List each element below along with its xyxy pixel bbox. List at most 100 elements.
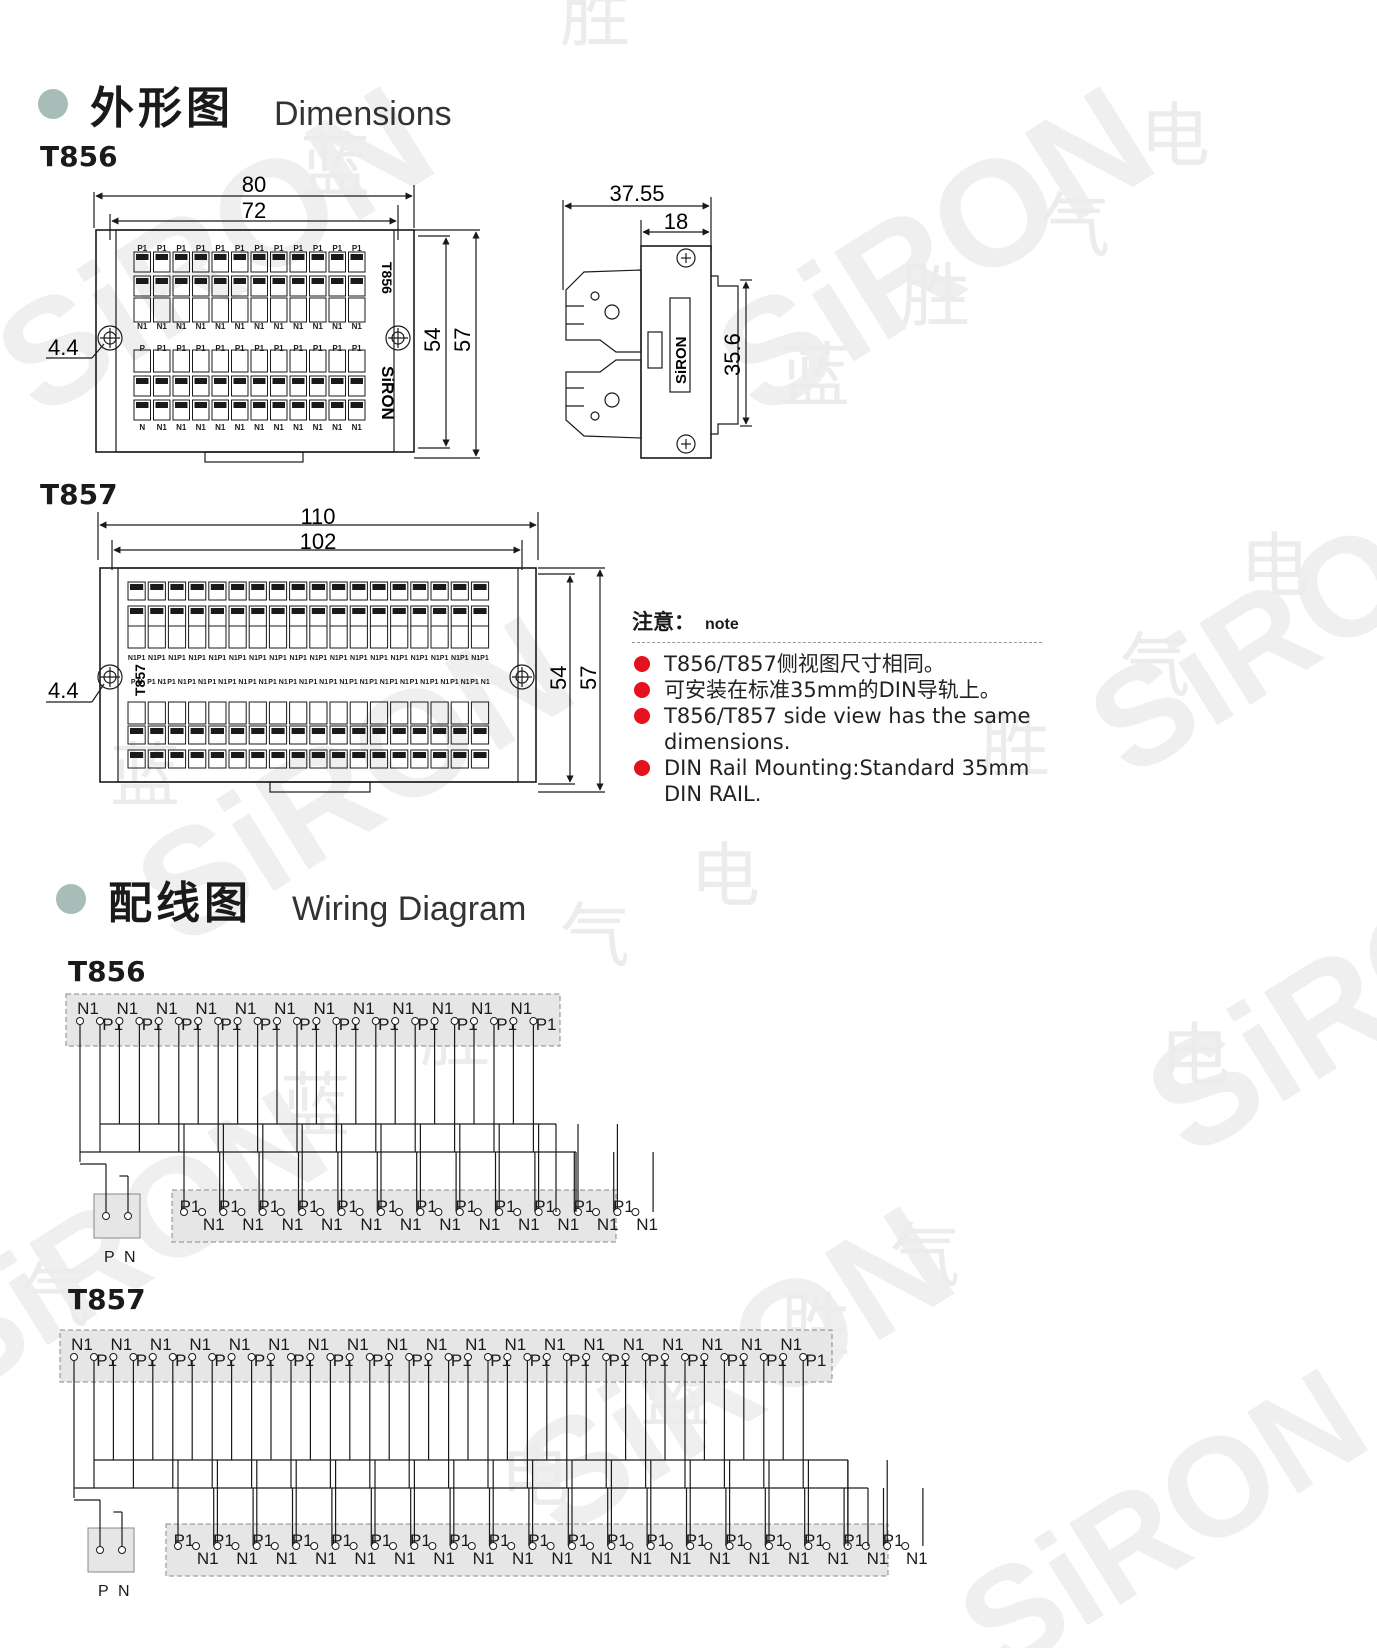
top-n-label: N1 xyxy=(189,1335,211,1354)
terminal-screw xyxy=(175,278,188,284)
terminal-cell xyxy=(147,749,166,769)
terminal-cell xyxy=(349,725,368,745)
terminal-screw xyxy=(392,752,406,758)
terminal-label: P1 xyxy=(196,244,206,253)
terminal-cell xyxy=(450,749,469,769)
terminal-dot xyxy=(641,1353,650,1361)
terminal-dot xyxy=(227,1353,236,1361)
terminal-screw xyxy=(155,278,168,284)
terminal-dot xyxy=(371,1017,380,1025)
terminal-label: P1 xyxy=(176,344,186,353)
terminal-screw xyxy=(136,254,149,260)
terminal-dot xyxy=(450,1017,459,1025)
terminal-dot xyxy=(779,1353,788,1361)
terminal-cell xyxy=(127,725,146,745)
terminal-screw xyxy=(231,584,245,590)
terminal-dot xyxy=(602,1353,611,1361)
terminal-cell xyxy=(188,625,207,649)
terminal-cell xyxy=(289,725,308,745)
wiring-title-cn: 配线图 xyxy=(108,878,252,929)
terminal-dot xyxy=(109,1353,118,1361)
terminal-dot xyxy=(592,1208,600,1216)
terminal-screw xyxy=(150,608,164,614)
terminal-cell xyxy=(348,275,366,297)
terminal-label: N1 xyxy=(157,423,168,432)
terminal-label: N1P1 xyxy=(431,655,449,662)
terminal-label: P1 N1 xyxy=(470,679,490,686)
terminal-cell xyxy=(228,625,247,649)
terminal-cell xyxy=(349,749,368,769)
power-dot-n xyxy=(124,1212,132,1220)
top-n-label: N1 xyxy=(235,999,257,1018)
terminal-screw xyxy=(271,584,285,590)
terminal-dot xyxy=(444,1353,453,1361)
terminal-dot xyxy=(613,1208,622,1216)
terminal-cell xyxy=(133,251,151,273)
terminal-screw xyxy=(292,402,305,408)
terminal-dot xyxy=(473,1208,482,1216)
terminal-dot xyxy=(568,1542,576,1550)
terminal-cell xyxy=(231,349,249,373)
terminal-cell xyxy=(289,349,307,373)
terminal-label: P1 N1 xyxy=(329,679,349,686)
terminal-dot xyxy=(316,1208,325,1216)
terminal-dot xyxy=(219,1208,228,1216)
terminal-screw xyxy=(214,278,227,284)
terminal-cell xyxy=(328,375,346,397)
terminal-cell xyxy=(172,399,190,421)
terminal-cell xyxy=(248,581,267,601)
power-label-n: N xyxy=(124,1249,136,1266)
terminal-label: P N xyxy=(131,679,143,686)
terminal-dot xyxy=(287,1353,295,1361)
terminal-screw xyxy=(292,254,305,260)
terminal-dot xyxy=(416,1208,425,1216)
terminal-cell xyxy=(369,625,389,649)
terminal-cell xyxy=(289,749,308,769)
power-dot-n xyxy=(118,1546,126,1554)
terminal-cell xyxy=(309,375,327,397)
terminal-dot xyxy=(213,1542,222,1550)
note-item: 可安装在标准35mm的DIN导轨上。 xyxy=(632,677,1052,703)
terminal-screw xyxy=(392,608,406,614)
terminal-dot xyxy=(349,1542,358,1550)
terminal-screw xyxy=(473,752,487,758)
terminal-cell xyxy=(270,297,288,323)
terminal-screw xyxy=(272,402,285,408)
terminal-label: N1 xyxy=(157,322,168,331)
terminal-cell xyxy=(268,725,288,745)
terminal-dot xyxy=(495,1208,504,1216)
terminal-cell xyxy=(231,251,249,273)
terminal-label: P1 xyxy=(352,344,362,353)
terminal-cell xyxy=(192,251,210,273)
terminal-dot xyxy=(174,1542,182,1550)
bottom-n-label: N1 xyxy=(242,1215,264,1234)
terminal-label: N1 xyxy=(235,322,246,331)
terminal-cell xyxy=(309,251,327,273)
terminal-cell xyxy=(250,375,268,397)
terminal-dot xyxy=(253,1017,262,1025)
top-n-label: N1 xyxy=(780,1335,802,1354)
red-bullet-icon xyxy=(634,760,650,776)
note-title-cn: 注意： xyxy=(632,610,695,634)
terminal-cell xyxy=(250,275,268,297)
terminal-dot xyxy=(276,1208,285,1216)
terminal-dot xyxy=(405,1353,414,1361)
top-n-label: N1 xyxy=(111,1335,133,1354)
power-dot-p xyxy=(96,1546,104,1554)
bottom-n-label: N1 xyxy=(439,1215,461,1234)
terminal-cell xyxy=(268,625,288,649)
terminal-screw xyxy=(292,378,305,384)
terminal-dot xyxy=(252,1542,261,1550)
top-n-label: N1 xyxy=(156,999,178,1018)
terminal-dot xyxy=(70,1353,78,1361)
terminal-dot xyxy=(489,1542,498,1550)
terminal-screw xyxy=(190,728,204,734)
bottom-n-label: N1 xyxy=(197,1549,219,1568)
bottom-n-label: N1 xyxy=(827,1549,849,1568)
terminal-screw xyxy=(251,608,265,614)
terminal-cell xyxy=(450,581,469,601)
terminal-cell xyxy=(133,275,151,297)
terminal-screw xyxy=(130,752,144,758)
